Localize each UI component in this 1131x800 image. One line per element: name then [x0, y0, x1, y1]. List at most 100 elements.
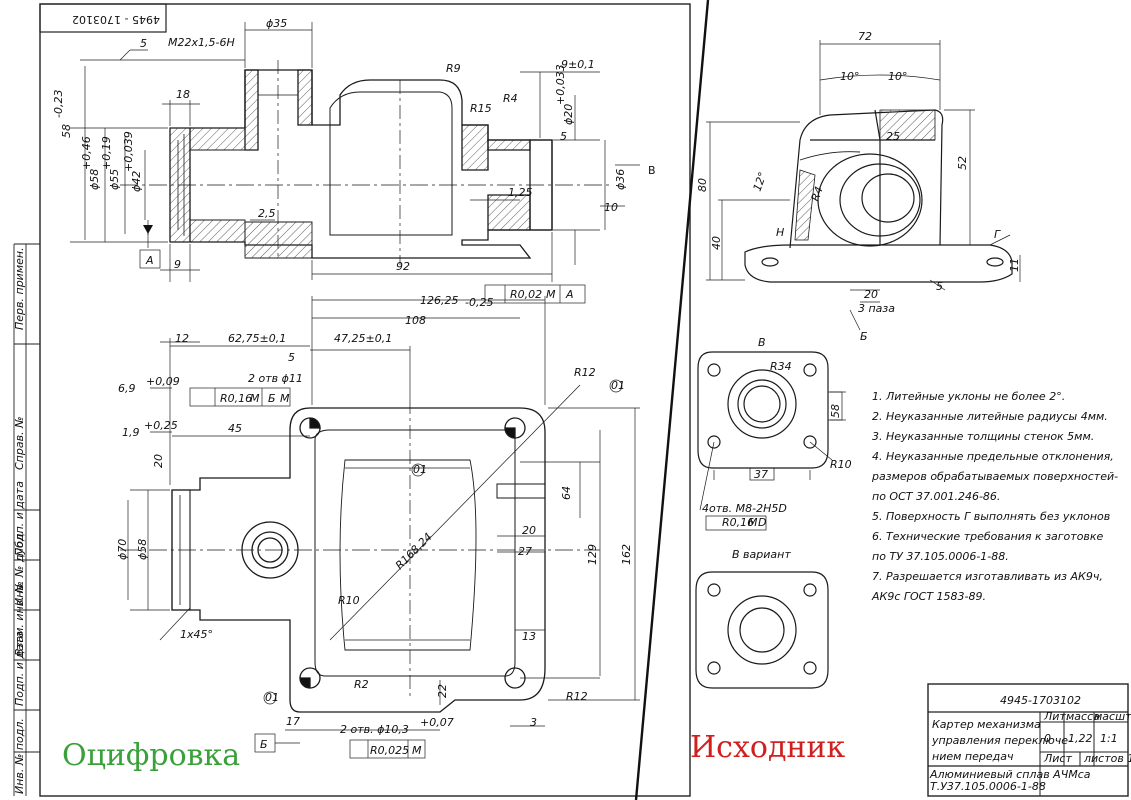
plan-view	[120, 384, 600, 713]
note-1: 1. Литейные уклоны не более 2°.	[872, 390, 1065, 403]
tech-notes: 1. Литейные уклоны не более 2°. 2. Неука…	[871, 390, 1118, 603]
view-b-label: B	[648, 164, 656, 177]
dim-chamfer: 1x45°	[180, 628, 213, 641]
mark-01b: 01	[265, 691, 279, 704]
note-7: 7. Разрешается изготавливать из АК9ч,	[872, 570, 1103, 583]
tb-lit-val: 0	[1044, 732, 1051, 745]
note-3: 3. Неуказанные толщины стенок 5мм.	[872, 430, 1094, 443]
pos-b: Б	[268, 392, 276, 405]
src-g: Г	[994, 228, 1001, 241]
dim-d20: ϕ20	[562, 104, 575, 125]
tb-scale: 1:1	[1100, 732, 1118, 745]
base-b: Б	[260, 738, 268, 751]
dim-r12b: R12	[566, 690, 588, 703]
tb-material-1: Алюминиевый сплав АЧМса	[929, 768, 1091, 781]
note-7b: АК9с ГОСТ 1583-89.	[871, 590, 986, 603]
dim-5: 5	[560, 130, 567, 143]
frame-border	[39, 3, 691, 797]
tb-col-scale: масштаб	[1094, 710, 1131, 723]
dim-22: 22	[436, 684, 449, 698]
dim-thread: M22x1,5-6H	[168, 36, 235, 49]
dim-4725: 47,25±0,1	[334, 332, 392, 345]
dim-18: 18	[176, 88, 190, 101]
dim-13: 13	[522, 630, 536, 643]
stamp-inv-dubl: Инв. № дубл.	[13, 531, 26, 606]
dim-r10: R10	[338, 594, 360, 607]
dim-6275: 62,75±0,1	[228, 332, 286, 345]
dim-rough10: 10	[604, 201, 618, 214]
dim-12625: 126,25	[420, 294, 459, 307]
dim-69-tol: +0,09	[146, 375, 180, 388]
tol-a: A	[565, 288, 574, 301]
stamp-perv-primen: Перв. примен.	[13, 247, 26, 330]
dim-d58-tol: +0,46	[80, 136, 93, 170]
dim-108: 108	[405, 314, 426, 327]
src-80: 80	[696, 178, 709, 192]
tb-mass: 1,22	[1068, 732, 1093, 745]
label-digitized: Оцифровка	[62, 738, 241, 773]
dim-92: 92	[396, 260, 410, 273]
src-52: 52	[956, 156, 969, 170]
src-20: 20	[864, 288, 878, 301]
dim-d20-tol: +0,033	[554, 64, 567, 105]
side-stamp: Перв. примен. Справ. № Подп. и дата Инв.…	[13, 243, 40, 796]
src-11: 11	[1008, 258, 1021, 272]
dim-d35: ϕ35	[266, 17, 287, 30]
note-5: 5. Поверхность Г выполнять без уклонов	[872, 510, 1110, 523]
tb-col-mass: масса	[1066, 710, 1100, 723]
dim-d42: ϕ42	[130, 171, 143, 192]
dim-125: 1,25	[508, 186, 533, 199]
dim-d58: ϕ58	[88, 169, 101, 190]
dim-d42-tol: +0,039	[122, 131, 135, 172]
dim-3: 3	[530, 716, 537, 729]
view-b-labels: В R34 58 37 R10 4отв. M8-2H5D R0,16 M D	[702, 336, 852, 529]
src-72: 72	[858, 30, 872, 43]
dim-19-tol: +0,25	[144, 419, 178, 432]
pos2-m: M	[412, 744, 422, 757]
view-b-tol-d: D	[758, 516, 766, 529]
left-sheet: Перв. примен. Справ. № Подп. и дата Инв.…	[13, 3, 691, 797]
stamp-podp-1: Подп. и дата	[13, 481, 26, 556]
dim-r9: R9	[446, 62, 461, 75]
section-dimensions	[70, 22, 640, 304]
dim-r15: R15	[470, 102, 492, 115]
dim-69: 6,9	[118, 382, 136, 395]
dim-9: 9±0,1	[561, 58, 595, 71]
sheet-divider	[634, 0, 710, 800]
tb-material-2: Т.У37.105.0006-1-88	[930, 780, 1046, 793]
dim-rough20: 20	[152, 454, 165, 468]
dim-20: 20	[522, 524, 536, 537]
dim-rough5: 5	[140, 37, 147, 50]
dim-holes2: 2 отв. ϕ10,3	[340, 723, 409, 736]
section-dim-labels: ϕ35 M22x1,5-6H 5 R9 R15 R4 18 58 -0,23 ϕ…	[52, 17, 656, 301]
drawing-number-top: 4945 - 1703102	[72, 13, 160, 26]
tol-m: M	[546, 288, 556, 301]
src-h: Н	[776, 226, 784, 239]
title-block-text: 4945-1703102 Картер механизма управления…	[929, 694, 1131, 793]
note-4b: размеров обрабатываемых поверхностей-	[871, 470, 1118, 483]
pos-bm: M	[280, 392, 290, 405]
dim-25: 2,5	[258, 207, 276, 220]
mark-01c: 01	[413, 463, 427, 476]
stamp-inv-podl: Инв. № подл.	[13, 718, 26, 794]
title-block	[927, 683, 1129, 797]
dim-12: 12	[175, 332, 189, 345]
dim-plan-5: 5	[288, 351, 295, 364]
dim-12625-tol: -0,25	[465, 296, 493, 309]
tol-frame: R0,02	[510, 288, 542, 301]
tb-name-2: управления переключе-	[931, 734, 1072, 747]
stamp-podp-2: Подп. и дата	[13, 631, 26, 706]
isometric-labels: 72 10° 10° 80 40 52 12° R4 25 20 3 паза …	[696, 30, 1021, 343]
note-4c: по ОСТ 37.001.246-86.	[872, 490, 1000, 503]
dim-9b: 9	[174, 258, 181, 271]
note-2: 2. Неуказанные литейные радиусы 4мм.	[872, 410, 1108, 423]
view-b	[697, 351, 846, 531]
dim-27: 27	[518, 545, 532, 558]
dim-holes: 2 отв ϕ11	[248, 372, 303, 385]
drawing-number-box: 4945 - 1703102	[39, 3, 167, 33]
tb-sheet: Лист	[1043, 752, 1072, 765]
view-b-r10: R10	[830, 458, 852, 471]
dim-64: 64	[560, 486, 573, 500]
plan-dimensions	[127, 296, 640, 759]
